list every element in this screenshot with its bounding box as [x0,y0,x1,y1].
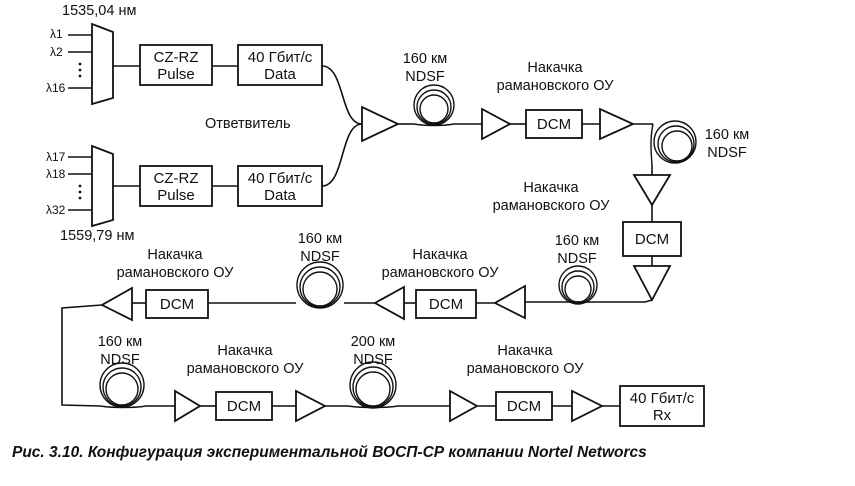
svg-text:Накачка: Накачка [147,247,203,263]
amplifier-row1-a [481,107,512,141]
fiber-label-6: 200 км NDSF [351,334,396,368]
connection-lines [61,34,653,407]
pulse-generator-bottom: CZ-RZ Pulse [139,165,213,207]
svg-text:200 км: 200 км [351,334,396,350]
svg-text:рамановского ОУ: рамановского ОУ [117,265,235,281]
svg-text:40 Гбит/с: 40 Гбит/с [248,170,313,187]
svg-text:Накачка: Накачка [523,180,579,196]
svg-text:NDSF: NDSF [405,69,445,85]
svg-text:рамановского ОУ: рамановского ОУ [187,361,305,377]
svg-text:160 км: 160 км [705,127,750,143]
amplifier-row1-b [599,107,636,141]
fiber-coil-1 [413,84,455,127]
channel-label-32: λ32 [46,203,66,217]
svg-text:рамановского ОУ: рамановского ОУ [467,361,585,377]
svg-text:160 км: 160 км [298,231,343,247]
amplifier-row3-b [373,285,405,321]
svg-text:160 км: 160 км [555,233,600,249]
receiver-block: 40 Гбит/с Rx [619,385,705,427]
dcm-row3-a: DCM [415,289,477,319]
channel-ellipsis [78,62,82,200]
fiber-label-4: 160 км NDSF [298,231,343,265]
figure-caption: Рис. 3.10. Конфигурация экспериментально… [12,444,647,461]
svg-text:NDSF: NDSF [100,352,140,368]
svg-text:DCM: DCM [227,398,261,415]
svg-text:DCM: DCM [160,296,194,313]
fiber-label-5: 160 км NDSF [98,334,143,368]
svg-text:Data: Data [264,66,296,83]
data-modulator-bottom: 40 Гбит/с Data [237,165,323,207]
channel-label-18: λ18 [46,167,66,181]
pump-label-6: Накачка рамановского ОУ [467,343,585,377]
pump-label-1: Накачка рамановского ОУ [497,60,615,94]
svg-text:Накачка: Накачка [527,60,583,76]
svg-text:Накачка: Накачка [217,343,273,359]
svg-text:Data: Data [264,187,296,204]
multiplexer-bottom [91,144,114,228]
pump-label-2: Накачка рамановского ОУ [493,180,611,214]
svg-text:рамановского ОУ: рамановского ОУ [497,78,615,94]
svg-text:NDSF: NDSF [557,251,597,267]
pulse-generator-top: CZ-RZ Pulse [139,44,213,86]
dcm-row3-b: DCM [145,289,209,319]
pump-label-3: Накачка рамановского ОУ [382,247,500,281]
channel-label-1: λ1 [50,27,63,41]
fiber-label-2: 160 км NDSF [705,127,750,161]
pump-label-4: Накачка рамановского ОУ [117,247,235,281]
coupler-label: Ответвитель [205,116,291,132]
channel-label-16: λ16 [46,81,66,95]
amplifier-right-b [632,265,672,302]
fiber-label-3: 160 км NDSF [555,233,600,267]
svg-text:рамановского ОУ: рамановского ОУ [493,198,611,214]
data-modulator-top: 40 Гбит/с Data [237,44,323,86]
amplifier-right-a [632,174,672,207]
svg-text:Pulse: Pulse [157,187,195,204]
svg-text:Накачка: Накачка [497,343,553,359]
svg-text:DCM: DCM [429,296,463,313]
multiplexer-top [91,22,114,106]
fiber-label-1: 160 км NDSF [403,51,448,85]
svg-text:160 км: 160 км [98,334,143,350]
wavelength-bottom-label: 1559,79 нм [60,228,134,244]
dcm-row4-b: DCM [495,391,553,421]
dcm-right: DCM [622,221,682,257]
amplifier-row4-c [449,389,479,423]
amplifier-row4-d [571,389,605,423]
svg-text:DCM: DCM [537,116,571,133]
wavelength-top-label: 1535,04 нм [62,3,136,19]
fiber-coil-2 [650,120,697,166]
svg-text:рамановского ОУ: рамановского ОУ [382,265,500,281]
pump-label-5: Накачка рамановского ОУ [187,343,305,377]
svg-text:Pulse: Pulse [157,66,195,83]
fiber-coil-3 [558,265,598,305]
svg-text:NDSF: NDSF [707,145,747,161]
dcm-row1: DCM [525,109,583,139]
svg-text:CZ-RZ: CZ-RZ [154,49,199,66]
svg-text:DCM: DCM [635,231,669,248]
svg-text:Накачка: Накачка [412,247,468,263]
svg-text:NDSF: NDSF [300,249,340,265]
svg-text:40 Гбит/с: 40 Гбит/с [630,390,695,407]
svg-text:160 км: 160 км [403,51,448,67]
fiber-coil-6 [347,361,399,409]
fiber-coil-4 [296,261,344,309]
channel-label-2: λ2 [50,45,63,59]
amplifier-row3-c [100,286,133,322]
svg-text:NDSF: NDSF [353,352,393,368]
svg-text:CZ-RZ: CZ-RZ [154,170,199,187]
amplifier-row4-b [295,389,327,423]
amplifier-row4-a [174,389,202,423]
amplifier-row3-a [493,284,526,320]
amplifier-booster [361,105,401,143]
fiber-coil-5 [99,362,147,409]
dcm-row4-a: DCM [215,391,273,421]
channel-label-17: λ17 [46,150,66,164]
svg-text:Rx: Rx [653,407,672,424]
svg-text:40 Гбит/с: 40 Гбит/с [248,49,313,66]
svg-text:DCM: DCM [507,398,541,415]
